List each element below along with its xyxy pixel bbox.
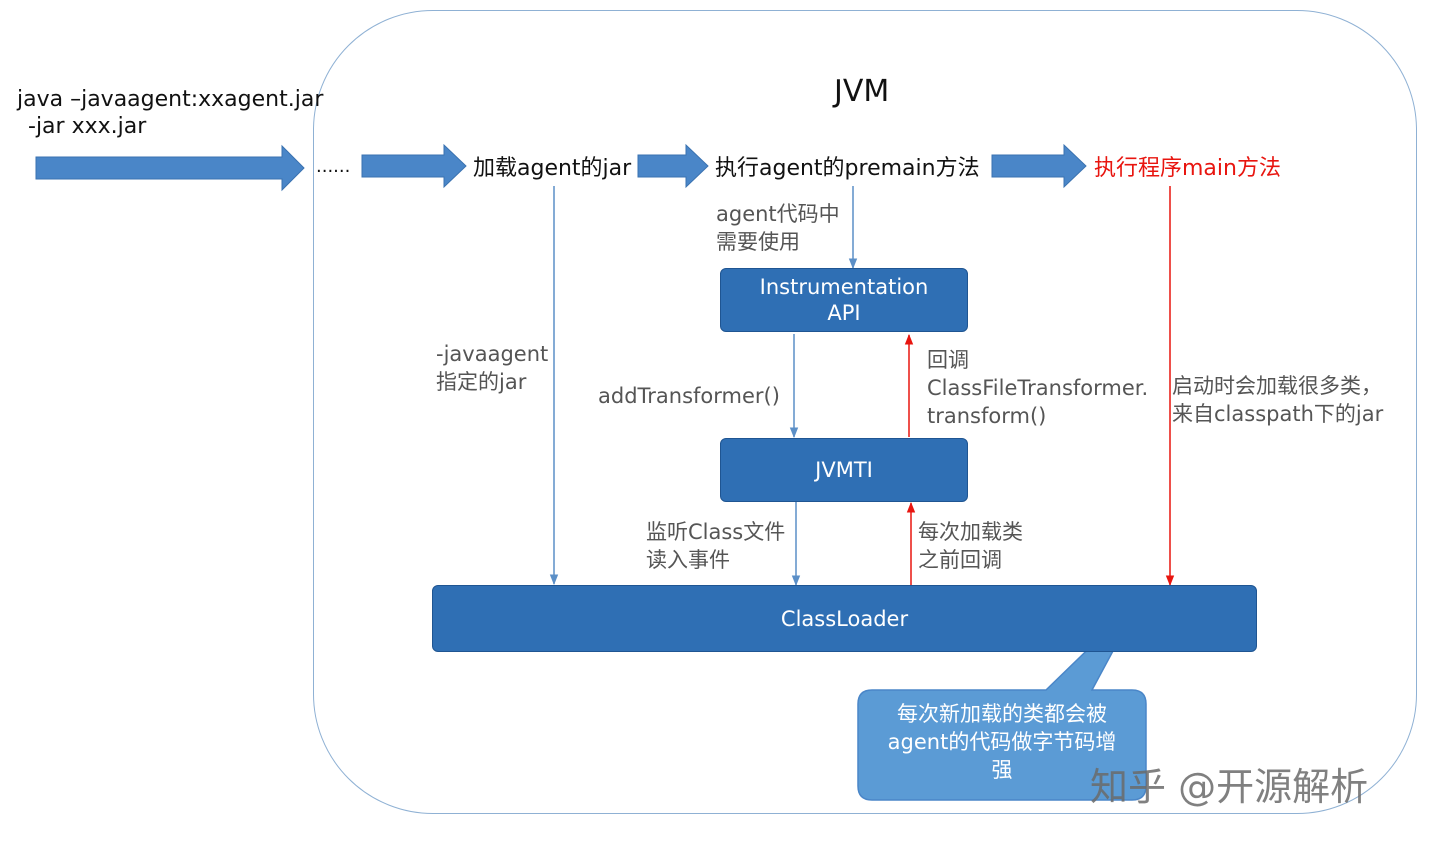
- watermark: 知乎 @开源解析: [1090, 765, 1369, 809]
- label-callback-1: 回调: [927, 348, 969, 372]
- label-callback-3: transform(): [927, 404, 1047, 428]
- instrumentation-api-line-2: API: [827, 301, 861, 325]
- label-before-load-2: 之前回调: [918, 548, 1002, 572]
- label-before-load-1: 每次加载类: [918, 520, 1023, 544]
- label-javaagent-2: 指定的jar: [436, 370, 527, 394]
- callout-line-1: 每次新加载的类都会被: [897, 702, 1107, 726]
- block-arrow-2: [637, 143, 709, 189]
- jvm-boundary: [313, 10, 1417, 814]
- callout-balloon: [857, 596, 1147, 801]
- instrumentation-api-box: Instrumentation API: [720, 268, 968, 332]
- label-agent-code-1: agent代码中: [716, 202, 840, 226]
- flow-step-premain: 执行agent的premain方法: [715, 156, 980, 181]
- classloader-label: ClassLoader: [780, 606, 909, 631]
- command-line-1: java –javaagent:xxagent.jar: [17, 87, 324, 112]
- label-startup-load-1: 启动时会加载很多类，: [1172, 374, 1382, 398]
- block-arrow-cmd: [35, 144, 305, 192]
- label-callback-2: ClassFileTransformer.: [927, 376, 1149, 400]
- flow-step-main: 执行程序main方法: [1094, 156, 1281, 181]
- label-listen-class-1: 监听Class文件: [646, 520, 786, 544]
- label-agent-code-2: 需要使用: [716, 230, 800, 254]
- label-javaagent-1: -javaagent: [436, 342, 549, 366]
- label-listen-class-2: 读入事件: [646, 548, 730, 572]
- flow-ellipsis: ......: [316, 156, 351, 177]
- callout-line-3: 强: [991, 758, 1013, 782]
- callout-line-2: agent的代码做字节码增: [887, 730, 1117, 754]
- jvmti-box: JVMTI: [720, 438, 968, 502]
- callout-text: 每次新加载的类都会被 agent的代码做字节码增 强: [858, 700, 1146, 784]
- block-arrow-3: [991, 143, 1087, 189]
- label-startup-load-2: 来自classpath下的jar: [1172, 402, 1384, 426]
- jvmti-label: JVMTI: [815, 458, 873, 482]
- jvm-title: JVM: [834, 74, 890, 109]
- command-line-2: -jar xxx.jar: [28, 114, 147, 139]
- block-arrow-1: [361, 143, 467, 189]
- label-add-transformer: addTransformer(): [598, 384, 780, 408]
- classloader-box: ClassLoader: [432, 585, 1257, 652]
- instrumentation-api-line-1: Instrumentation: [759, 275, 929, 299]
- flow-step-load-agent-jar: 加载agent的jar: [473, 156, 632, 181]
